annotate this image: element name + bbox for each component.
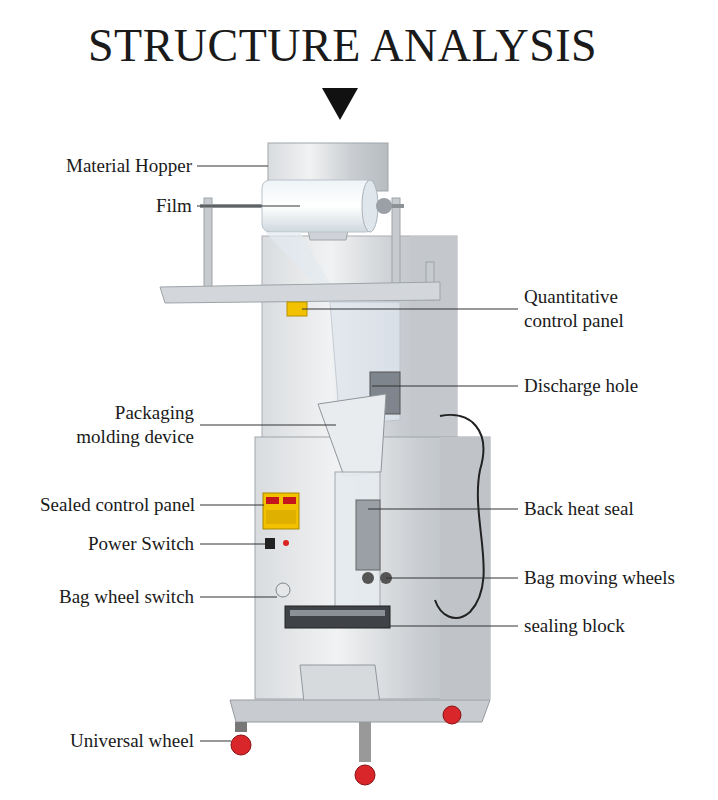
upper-side: [410, 236, 457, 441]
sealing-jaw: [290, 610, 385, 616]
bag-wheel: [362, 572, 374, 584]
down-triangle: [322, 88, 358, 120]
back-heat-seal: [356, 500, 380, 570]
power-cable: [435, 415, 484, 618]
universal-wheel: [443, 706, 461, 724]
universal-wheel: [355, 765, 375, 785]
display: [266, 497, 279, 504]
part-label: Sealed control panel: [40, 493, 195, 517]
forming-tube: [335, 472, 380, 608]
part-label: Discharge hole: [524, 374, 638, 398]
part-label: Universal wheel: [70, 729, 194, 753]
film-tray: [160, 282, 440, 303]
frame-rod: [204, 198, 212, 298]
lower-cabinet: [255, 437, 490, 699]
leader-lines: [197, 166, 518, 741]
part-label: Quantitative control panel: [524, 285, 674, 333]
sealed-control-panel: [263, 493, 299, 529]
part-label: Power Switch: [88, 532, 194, 556]
display: [283, 497, 296, 504]
part-label: Material Hopper: [66, 154, 192, 178]
roll-hub: [376, 198, 392, 214]
caster-leg: [359, 722, 371, 762]
page-title: STRUCTURE ANALYSIS: [88, 20, 597, 72]
bag-wheel-knob: [276, 583, 290, 597]
keypad: [266, 510, 296, 524]
forming-collar: [318, 394, 386, 476]
part-label: sealing block: [524, 614, 625, 638]
universal-wheel: [231, 735, 251, 755]
caster-mount: [235, 722, 247, 732]
part-label: Bag moving wheels: [524, 566, 675, 590]
power-switch: [265, 538, 275, 549]
part-label: Film: [156, 194, 192, 218]
part-label: Packaging molding device: [59, 401, 194, 449]
roll-end: [362, 180, 378, 232]
part-label: Back heat seal: [524, 497, 634, 521]
cabinet-side: [440, 437, 490, 699]
part-label: Bag wheel switch: [59, 585, 194, 609]
sealing-block: [285, 606, 390, 628]
indicator: [283, 540, 289, 546]
